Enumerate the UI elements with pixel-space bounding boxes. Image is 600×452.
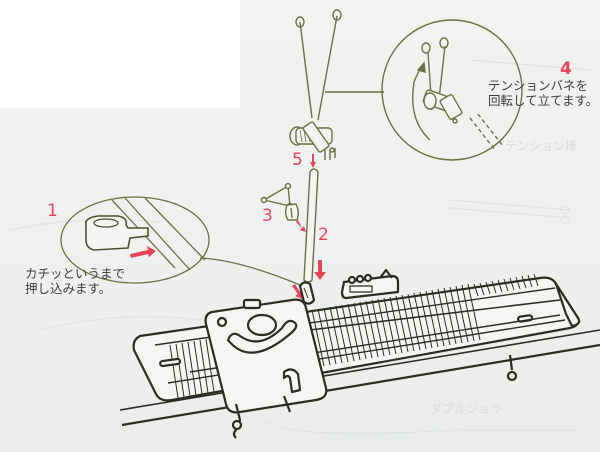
step-number-2: 2 <box>318 225 329 245</box>
show-through-text: テンション棒 <box>505 139 578 153</box>
caption-line: テンションバネを <box>488 78 589 93</box>
step-number-5: 5 <box>292 150 303 170</box>
detail-circle-step4 <box>325 19 523 161</box>
step4-caption: テンションバネを 回転して立てます。 <box>488 78 598 108</box>
detail-circle-step1 <box>60 196 301 286</box>
caption-line: カチッというまで <box>25 266 126 281</box>
caption-line: 回転して立てます。 <box>488 93 599 108</box>
step-number-3: 3 <box>262 206 273 226</box>
show-through-lines <box>9 59 591 434</box>
step-number-1: 1 <box>47 201 58 221</box>
show-through-text: ダブルジョウ <box>430 402 503 416</box>
red-arrows <box>292 154 326 300</box>
knitting-machine <box>119 268 600 439</box>
push-arrow-icon <box>130 246 156 258</box>
caption-line: 押し込みます。 <box>25 281 112 296</box>
step1-caption: カチッというまで 押し込みます。 <box>25 266 125 296</box>
step-number-4: 4 <box>560 59 572 79</box>
tension-rod <box>303 168 319 283</box>
blank-area <box>0 0 240 108</box>
yarn-guide-step3 <box>260 182 299 221</box>
tension-unit <box>289 9 342 160</box>
